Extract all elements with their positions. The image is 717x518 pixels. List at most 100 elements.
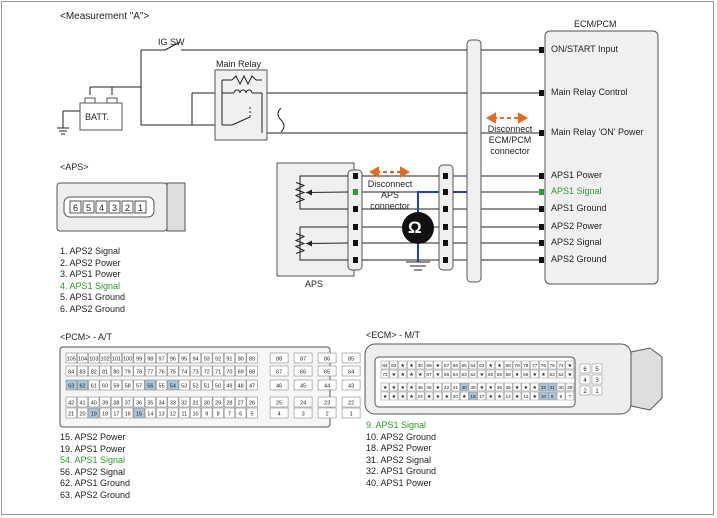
ecm-side-pin-6 [579, 363, 591, 374]
ecm-mt-pin [556, 382, 566, 392]
pcm-pin-68 [246, 365, 258, 377]
pcm-pin-40 [88, 396, 100, 408]
svg-text:59: 59 [497, 372, 503, 378]
pcm-pin-44 [317, 379, 337, 391]
ecm-mt-pin [424, 382, 434, 392]
svg-text:24: 24 [300, 401, 306, 407]
svg-text:84: 84 [68, 370, 74, 376]
pcm-pin-54 [167, 379, 179, 391]
svg-text:9: 9 [205, 412, 208, 418]
pcm-pin-89 [246, 352, 258, 364]
svg-text:39: 39 [102, 401, 108, 407]
pcm-pin-11 [178, 407, 190, 419]
ecm-mt-pin [512, 382, 522, 392]
svg-text:80: 80 [113, 370, 119, 376]
pin-entry: 31. APS2 Signal [366, 454, 432, 465]
svg-text:★: ★ [462, 394, 467, 400]
ecm-mt-pin [433, 369, 443, 379]
ecm-mt-pin [486, 382, 495, 392]
ecm-mt-pin [521, 360, 531, 370]
pin-entry: 6. APS2 Ground [60, 303, 126, 314]
ecm-mt-pin [556, 369, 566, 379]
pcm-pin-12 [167, 407, 179, 419]
pcm-pin-29 [212, 396, 224, 408]
ecm-mt-pin [398, 360, 407, 370]
svg-text:★: ★ [568, 372, 573, 378]
pcm-pin-23 [317, 396, 337, 408]
pcm-pin-69 [235, 365, 247, 377]
ecm-mt-pin [468, 369, 478, 379]
svg-text:16: 16 [125, 412, 131, 418]
svg-text:68: 68 [249, 370, 255, 376]
pin-entry: 40. APS1 Power [366, 477, 432, 488]
svg-text:84: 84 [382, 363, 388, 369]
svg-text:4: 4 [99, 203, 104, 213]
ecm-mt-pin [495, 391, 504, 401]
pcm-pin-75 [167, 365, 179, 377]
pcm-pin-95 [178, 352, 190, 364]
pcm-pin-80 [110, 365, 122, 377]
ecm-side-pin-5 [591, 363, 603, 374]
svg-text:82: 82 [91, 370, 97, 376]
svg-text:58: 58 [125, 384, 131, 390]
svg-text:30: 30 [558, 385, 564, 391]
svg-text:52: 52 [558, 372, 564, 378]
svg-text:93: 93 [204, 357, 210, 363]
pcm-pin-56 [144, 379, 156, 391]
ecm-pin-3 [539, 130, 544, 136]
ecm-mt-pin [486, 369, 495, 379]
svg-text:66: 66 [300, 370, 306, 376]
pin-entry: 15. APS2 Power [60, 432, 126, 442]
svg-text:12: 12 [523, 394, 529, 400]
pcm-pin-85 [341, 352, 361, 364]
svg-text:3: 3 [595, 378, 599, 384]
ecm-mt-pin [389, 391, 399, 401]
aps-connector-pin-2 [121, 200, 134, 214]
aps-connector-pin-4 [95, 200, 108, 214]
aps-sensor-box [276, 162, 355, 277]
svg-text:38: 38 [113, 401, 119, 407]
svg-text:72: 72 [382, 372, 388, 378]
svg-text:75: 75 [170, 370, 176, 376]
pcm-pin-47 [246, 379, 258, 391]
ecm-mt-pin [503, 369, 513, 379]
pcm-pin-30 [201, 396, 213, 408]
svg-text:★: ★ [532, 372, 537, 378]
svg-text:41: 41 [79, 401, 85, 407]
ecm-mt-pin [424, 391, 434, 401]
svg-text:★: ★ [400, 385, 405, 391]
pcm-pin-5 [246, 407, 258, 419]
pcm-pin-92 [212, 352, 224, 364]
svg-text:★: ★ [409, 394, 414, 400]
pcm-pin-6 [235, 407, 247, 419]
ecm-mt-pin [539, 391, 548, 401]
svg-text:42: 42 [68, 401, 74, 407]
svg-text:66: 66 [453, 363, 459, 369]
ecm-mt-pin [468, 382, 478, 392]
svg-text:56: 56 [523, 372, 529, 378]
ecm-mt-pin [556, 360, 566, 370]
ecm-mt-pin [407, 369, 416, 379]
svg-text:62: 62 [470, 372, 476, 378]
ecm-mt-pin [424, 360, 434, 370]
pcm-pin-36 [133, 396, 145, 408]
pcm-pin-82 [88, 365, 100, 377]
pcm-pin-35 [144, 396, 156, 408]
pcm-pin-49 [223, 379, 235, 391]
ecm-pin-2 [539, 90, 544, 96]
svg-text:19: 19 [91, 412, 97, 418]
pcm-pin-21 [65, 407, 77, 419]
pcm-pin-60 [99, 379, 111, 391]
svg-text:35: 35 [506, 385, 512, 391]
pcm-pin-67 [269, 365, 289, 377]
ecm-mt-pin [565, 369, 575, 379]
pcm-pin-43 [341, 379, 361, 391]
pcm-pin-16 [122, 407, 134, 419]
pcm-pin-3 [293, 407, 313, 419]
svg-text:98: 98 [147, 357, 153, 363]
ecm-mt-pin [477, 360, 487, 370]
ecm-pin-7 [539, 224, 544, 230]
svg-text:29: 29 [567, 385, 573, 391]
ecm-mt-pin [521, 369, 531, 379]
svg-text:★: ★ [568, 363, 573, 369]
